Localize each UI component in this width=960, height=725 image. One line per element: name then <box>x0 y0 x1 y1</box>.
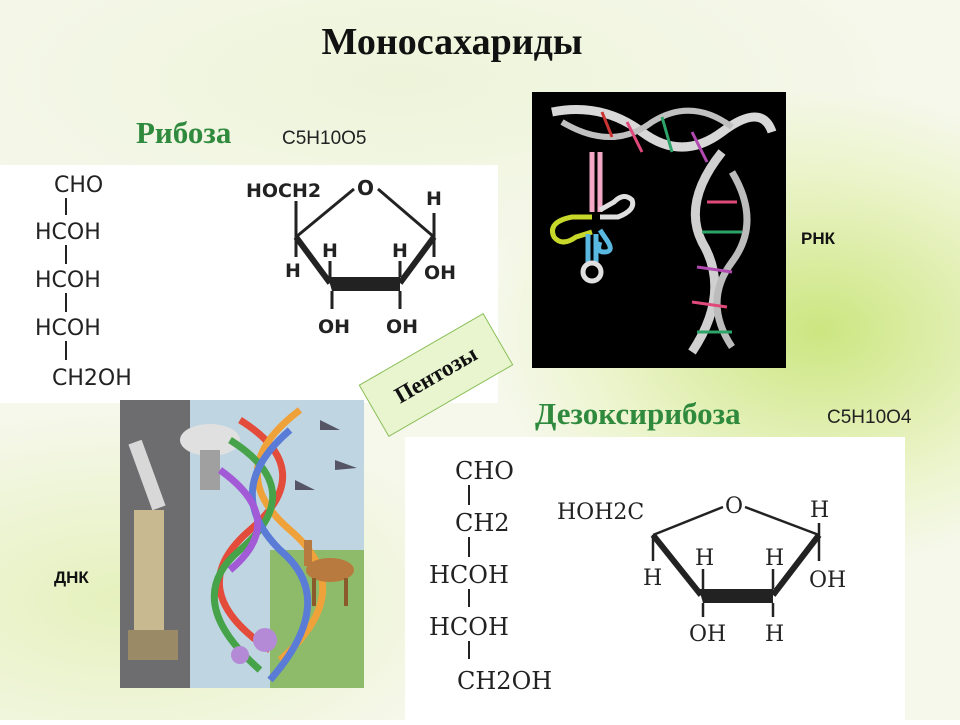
ribose-chain-c2: HCOH <box>35 220 101 245</box>
ribose-chain-c4: HCOH <box>35 316 101 341</box>
ribose-name: Рибоза <box>136 115 232 150</box>
rna-label: РНК <box>801 229 835 248</box>
slide-title: Моносахариды <box>321 21 583 63</box>
ribose-structure-diagram: CHO HCOH HCOH HCOH CH2OH HOCH2 O H H <box>35 173 456 391</box>
deoxyribose-chain-c5: CH2OH <box>457 667 552 695</box>
ribose-ring-h-right-top: H <box>426 188 442 210</box>
microscope-icon <box>128 439 178 660</box>
ribose-formula: C5H10O5 <box>282 128 367 149</box>
dna-helix-icon <box>210 407 326 683</box>
deoxyribose-ring: HOH2C O H H OH H H OH H <box>557 494 846 647</box>
rna-image <box>532 92 786 368</box>
deoxyribose-chain-c3: HCOH <box>429 561 509 589</box>
deoxyribose-ring-h-c2: H <box>765 546 784 571</box>
deoxyribose-ring-oh-right: OH <box>809 568 846 593</box>
deoxyribose-ring-h-c3: H <box>695 546 714 571</box>
deoxyribose-name: Дезоксирибоза <box>535 396 741 431</box>
deoxyribose-open-chain: CHO CH2 HCOH HCOH CH2OH <box>429 457 552 695</box>
ribose-ring: HOCH2 O H H OH H H OH OH <box>246 176 456 338</box>
deoxyribose-ring-oxygen: O <box>725 494 743 519</box>
deoxyribose-ring-h-right-top: H <box>810 498 829 523</box>
bird-icons <box>295 420 357 490</box>
deoxyribose-formula: C5H10O4 <box>827 407 912 428</box>
rna-structure-illustration <box>550 105 777 355</box>
deer-icon <box>304 540 354 606</box>
dna-image <box>120 400 364 688</box>
dna-science-illustration <box>120 400 364 688</box>
deoxyribose-chain-c2: CH2 <box>455 509 510 537</box>
deoxyribose-ring-h-left: H <box>643 566 662 591</box>
ribose-ring-oh-right: OH <box>424 262 456 284</box>
ribose-ring-h-c2: H <box>392 240 408 262</box>
deoxyribose-ring-oh-bottom-left: OH <box>689 622 726 647</box>
ribose-ring-h-c3: H <box>322 240 338 262</box>
deoxyribose-structure-diagram: CHO CH2 HCOH HCOH CH2OH HOH2C O H H OH H <box>429 457 846 695</box>
deoxyribose-ring-hoh2c: HOH2C <box>557 500 644 525</box>
ribose-chain-c3: HCOH <box>35 268 101 293</box>
ribose-ring-hoch2: HOCH2 <box>246 180 321 202</box>
ribose-ring-oxygen: O <box>357 176 374 200</box>
deoxyribose-ring-h-bottom-right: H <box>765 622 784 647</box>
deoxyribose-chain-c1: CHO <box>455 457 514 485</box>
rna-helix-icon <box>551 105 777 355</box>
ribose-open-chain: CHO HCOH HCOH HCOH CH2OH <box>35 173 132 391</box>
ribose-chain-c5: CH2OH <box>52 366 132 391</box>
ribose-ring-oh-bottom-right: OH <box>386 316 418 338</box>
ribose-ring-oh-bottom-left: OH <box>318 316 350 338</box>
telescope-icon <box>180 424 240 490</box>
deoxyribose-chain-c4: HCOH <box>429 613 509 641</box>
trna-cloverleaf-icon <box>550 152 636 284</box>
dna-label: ДНК <box>54 568 89 587</box>
flower-icon <box>231 628 277 664</box>
ribose-ring-h-left: H <box>285 260 301 282</box>
ribose-chain-c1: CHO <box>54 173 103 198</box>
deoxyribose-structure-panel: CHO CH2 HCOH HCOH CH2OH HOH2C O H H OH H <box>405 437 905 720</box>
